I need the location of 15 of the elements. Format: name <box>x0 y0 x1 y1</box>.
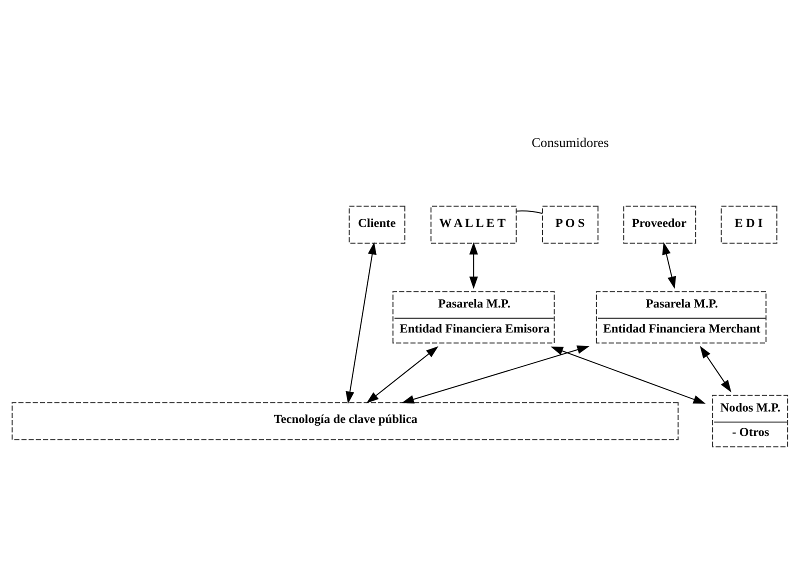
arrow <box>700 345 732 392</box>
node-box: Cliente <box>348 205 406 244</box>
node-box: E D I <box>720 205 778 244</box>
node-box: P O S <box>542 205 598 244</box>
arrow <box>346 242 376 404</box>
connector <box>516 210 542 214</box>
arrow <box>469 242 478 288</box>
arrow <box>366 346 438 403</box>
arrow <box>662 242 676 288</box>
arrow <box>550 346 706 404</box>
node-box: Proveedor <box>623 205 696 244</box>
node-box: Tecnología de clave pública <box>12 402 679 440</box>
node-box: W A L L E T <box>430 205 517 244</box>
label: Consumidores <box>532 134 609 150</box>
arrow <box>402 345 590 404</box>
